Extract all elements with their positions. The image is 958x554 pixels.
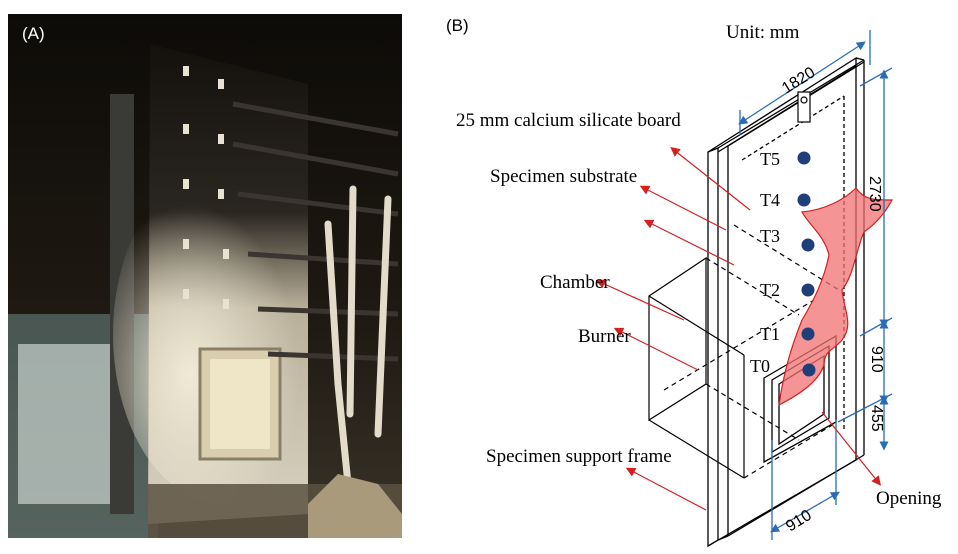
dim-opening-width-line [770,491,840,533]
dim-opening-height-text: 455 [868,405,885,432]
debris-pile [308,474,402,538]
dim-height-text: 2730 [866,176,883,212]
thermocouple-rods [232,101,399,362]
label-calcium-silicate-board: 25 mm calcium silicate board [456,110,681,131]
panel-b-label: (B) [446,16,469,35]
label-chamber: Chamber [540,272,610,293]
thermocouple-dot-t3 [801,238,815,252]
label-support-frame: Specimen support frame [486,446,672,467]
insulated-rods [324,185,392,488]
thermocouple-label-t4: T4 [760,190,780,210]
thermocouple-dot-t0 [802,363,816,377]
thermocouple-dot-t2 [801,283,815,297]
dim-opening-width-text: 910 [783,507,815,536]
label-opening: Opening [876,488,942,509]
thermocouples: T5 T4 T3 T2 T1 T0 [750,149,816,377]
dim-width-line [738,41,866,125]
thermocouple-dot-t5 [797,151,811,165]
thermocouple-label-t5: T5 [760,149,780,169]
thermocouple-dot-t4 [797,193,811,207]
thermocouple-dot-t1 [801,327,815,341]
label-burner: Burner [578,326,631,347]
label-specimen-substrate: Specimen substrate [490,166,637,187]
thermocouple-label-t1: T1 [760,324,780,344]
thermocouple-label-t3: T3 [760,226,780,246]
opening-inner [210,359,270,449]
wall-markers [183,66,229,309]
flame-shape [778,187,894,407]
thermocouple-label-t0: T0 [750,356,770,376]
unit-label: Unit: mm [726,22,800,43]
test-rig-diagram: Unit: mm [456,22,942,548]
thermocouple-label-t2: T2 [760,280,780,300]
left-lab-panel [18,344,128,504]
dim-above-opening-text: 910 [868,346,885,373]
annotation-arrows [595,147,881,511]
burnt-facade-photo [8,14,402,538]
dimension-lines [738,30,893,540]
top-sensor [797,91,811,123]
panel-a-label: (A) [22,24,45,43]
